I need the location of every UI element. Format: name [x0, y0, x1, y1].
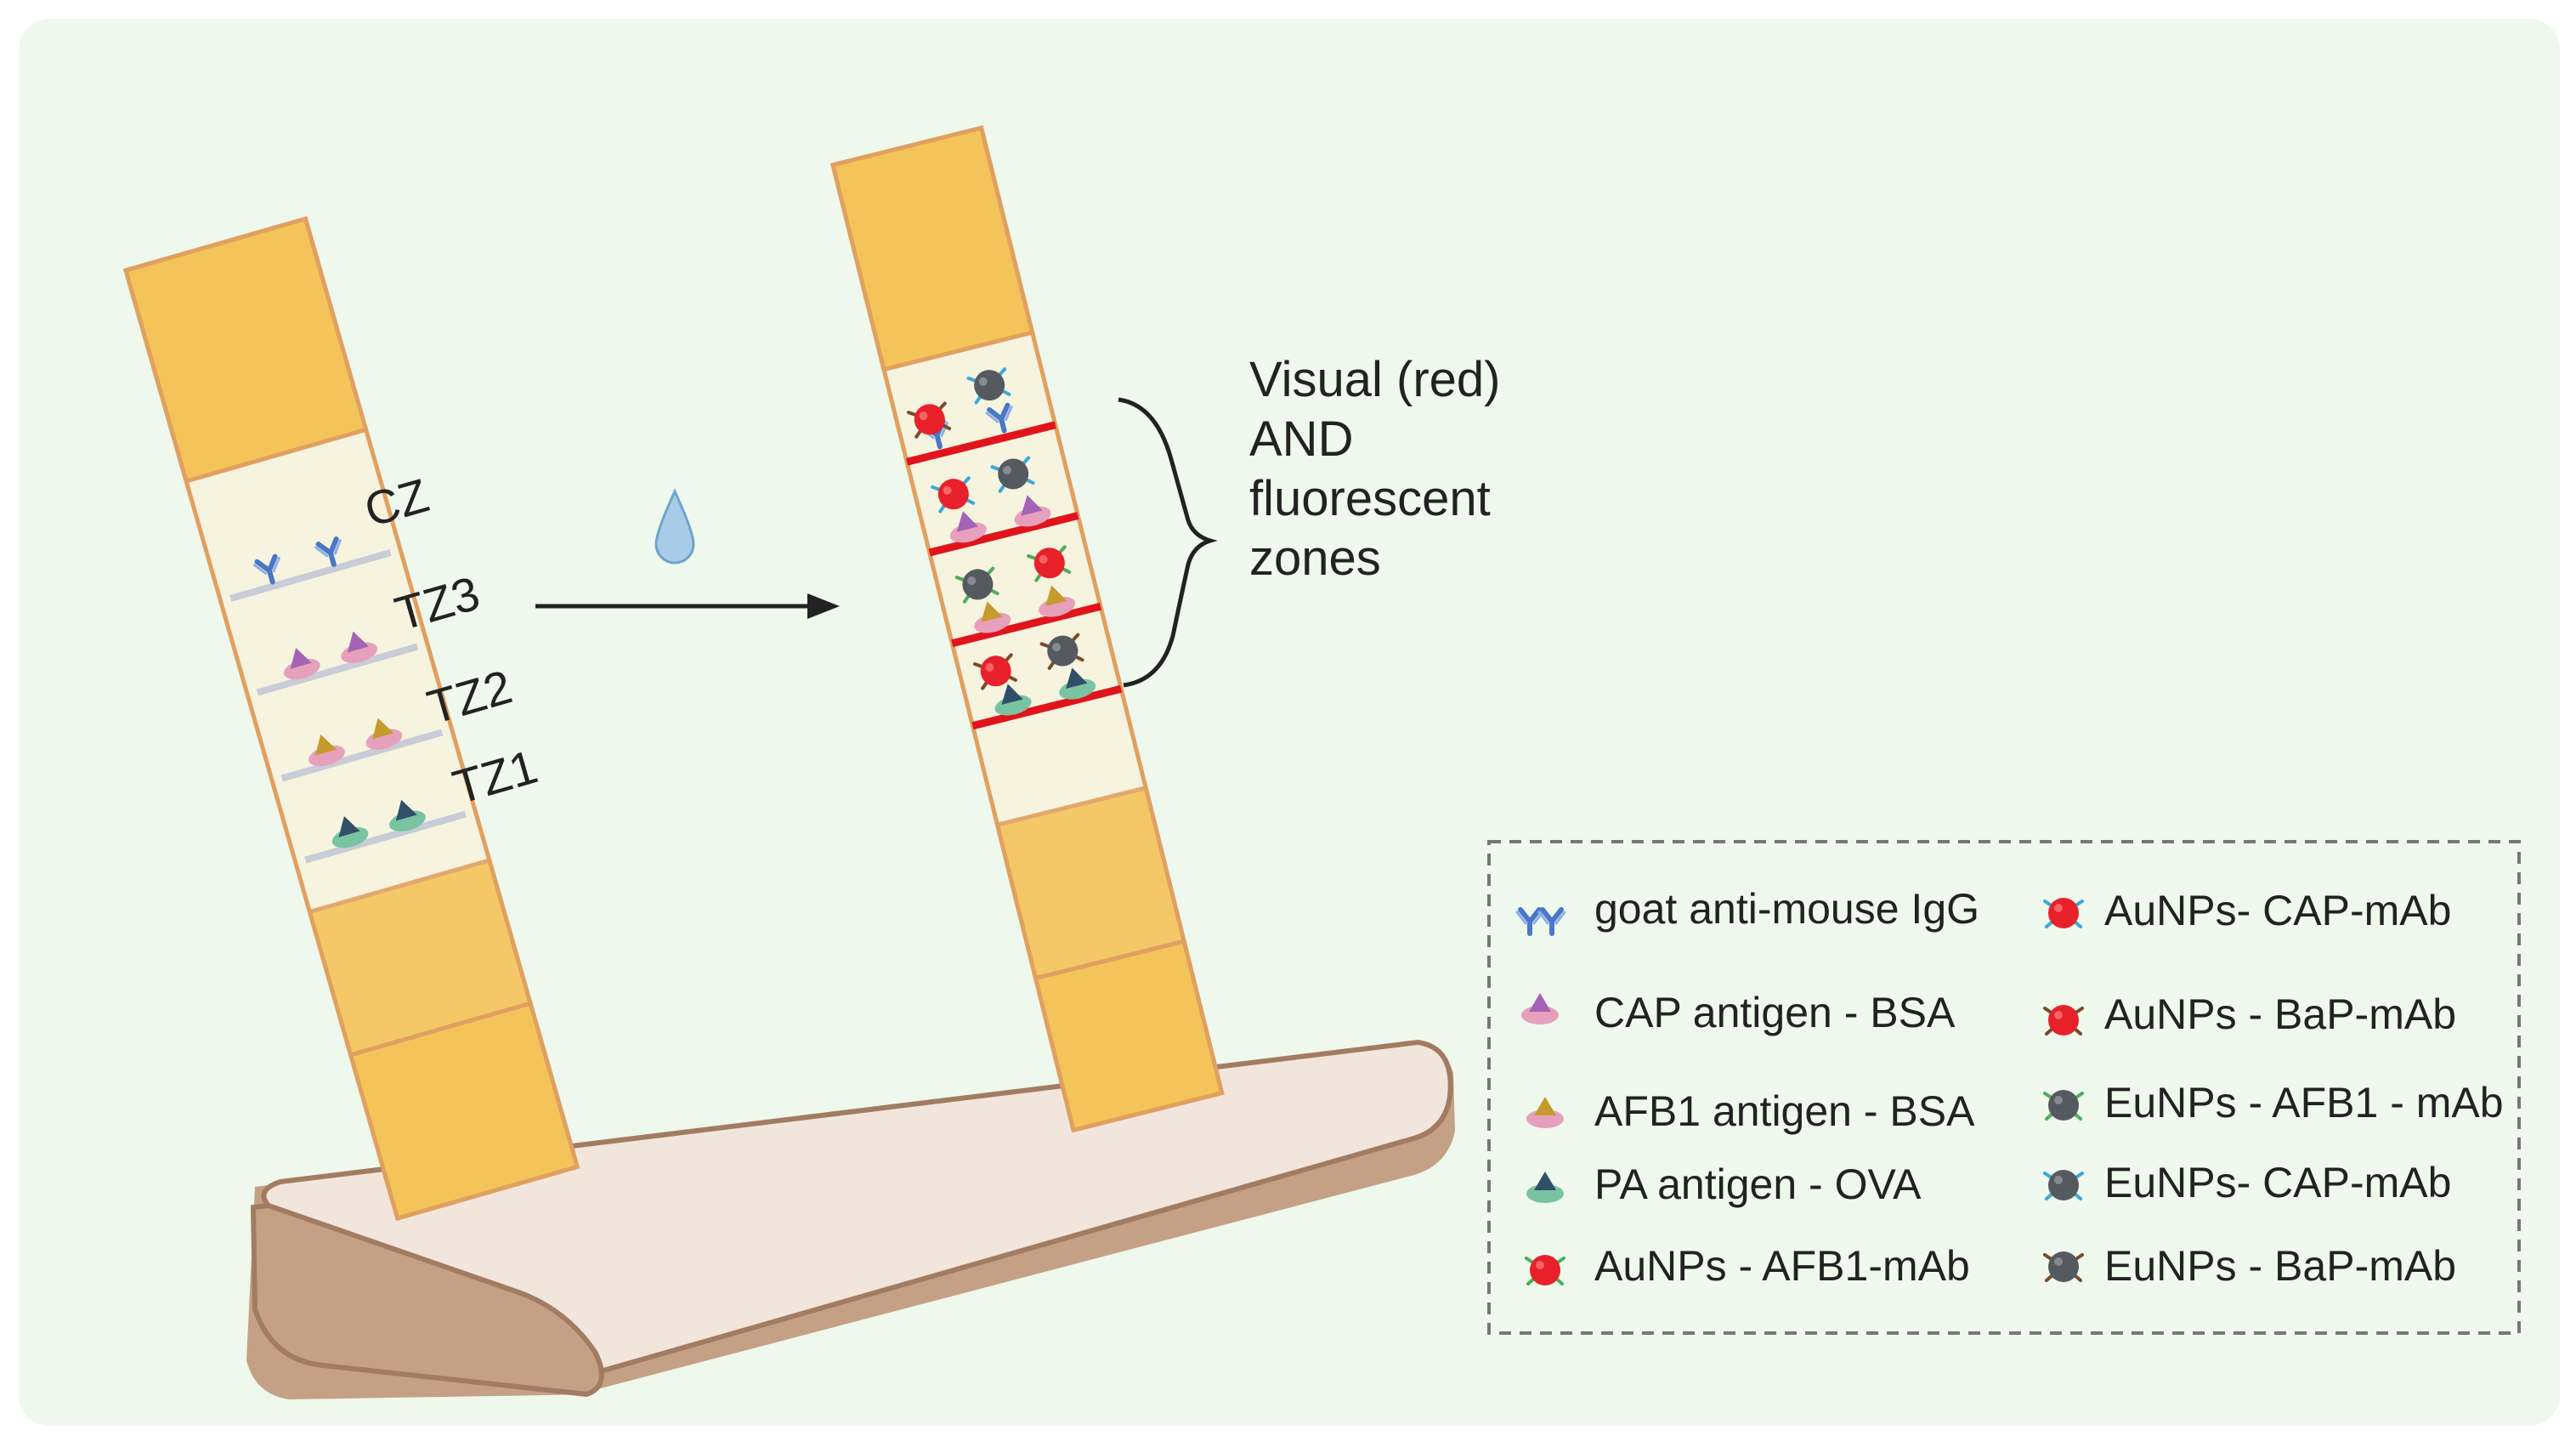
- legend-label: goat anti-mouse IgG: [1594, 885, 1979, 933]
- sample-droplet-icon: [654, 488, 695, 565]
- visible-red-line-tz2: [951, 602, 1102, 648]
- visible-red-line-tz3: [928, 512, 1079, 557]
- control-zone-line: [229, 549, 392, 602]
- annotation-line-2: AND: [1249, 411, 1353, 467]
- flow-arrow-icon: [535, 593, 840, 619]
- annotation-line-3: fluorescent: [1249, 471, 1491, 526]
- visible-red-line-cz: [906, 421, 1056, 466]
- test-zone-1-line: [304, 810, 467, 864]
- legend: goat anti-mouse IgG CAP antigen - BSA AF…: [1487, 840, 2521, 1335]
- legend-label: AFB1 antigen - BSA: [1594, 1087, 1975, 1135]
- legend-label: AuNPs- CAP-mAb: [2104, 887, 2451, 934]
- sample-pad: [348, 1001, 580, 1222]
- strip-holder-base: [246, 1039, 1455, 1399]
- annotation-line-4: zones: [1249, 531, 1381, 586]
- legend-label: AuNPs - BaP-mAb: [2104, 990, 2456, 1038]
- test-zone-2-line: [280, 729, 444, 782]
- legend-label: PA antigen - OVA: [1594, 1160, 1922, 1208]
- legend-label: AuNPs - AFB1-mAb: [1594, 1242, 1970, 1290]
- zones-brace: [1118, 397, 1218, 688]
- annotation-line-1: Visual (red): [1249, 352, 1501, 407]
- absorbent-pad: [829, 125, 1035, 372]
- sample-pad: [1033, 939, 1225, 1133]
- legend-label: EuNPs - BaP-mAb: [2104, 1242, 2456, 1290]
- test-strip-before: [122, 216, 580, 1222]
- legend-label: EuNPs- CAP-mAb: [2104, 1159, 2451, 1206]
- legend-label: EuNPs - AFB1 - mAb: [2104, 1079, 2504, 1126]
- visible-red-line-tz1: [971, 684, 1123, 730]
- legend-label: CAP antigen - BSA: [1594, 989, 1956, 1036]
- test-strip-after: [829, 125, 1225, 1133]
- absorbent-pad: [122, 216, 369, 485]
- test-zone-3-line: [256, 643, 419, 696]
- background-panel: [19, 19, 2560, 1426]
